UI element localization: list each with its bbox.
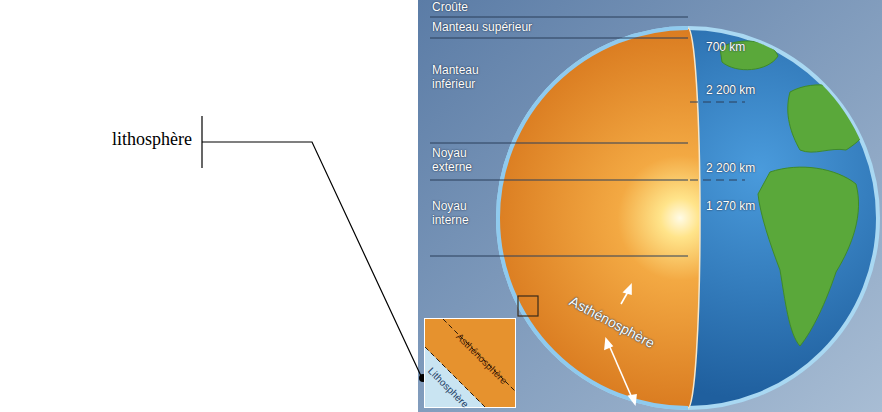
thickness-arrows [605,285,636,404]
layer-line [430,17,688,18]
layer-line [430,256,688,257]
depth-label: 2 200 km [706,84,755,98]
zoom-marker [518,296,538,316]
layer-label: Noyau externe [432,147,494,175]
continent [758,167,859,346]
continent [872,60,882,90]
layer-line [430,143,688,144]
layer-line [430,180,688,181]
picture-ground [418,0,882,412]
continent [788,85,872,152]
depth-label: 700 km [706,41,745,55]
leader-line [202,116,421,376]
boundary-line [443,319,515,391]
inset-drawing [425,319,515,407]
depth-label: 1 270 km [706,200,755,214]
layer-label: Manteau supérieur [432,21,532,35]
layer-line [690,180,745,181]
depth-label: 2 200 km [706,162,755,176]
leader [202,142,421,376]
layer-line [430,38,688,39]
callout-label: lithosphère [112,129,192,150]
atmosphere-rim [498,28,688,408]
layer-lines [430,17,745,256]
layer-label: Noyau interne [432,200,494,228]
inset-box: AsthénosphèreLithosphère [424,318,516,408]
arrow-head [629,395,636,404]
asthenosphere-band [425,319,515,407]
globe [498,28,878,408]
arrow-head [605,339,612,349]
arrow-head [624,285,631,294]
layer-label: Manteau inférieur [432,64,494,92]
layer-label: Croûte [432,1,468,15]
arrow-shaft [609,345,632,398]
layer-line [690,102,745,103]
cross-section [498,28,700,408]
